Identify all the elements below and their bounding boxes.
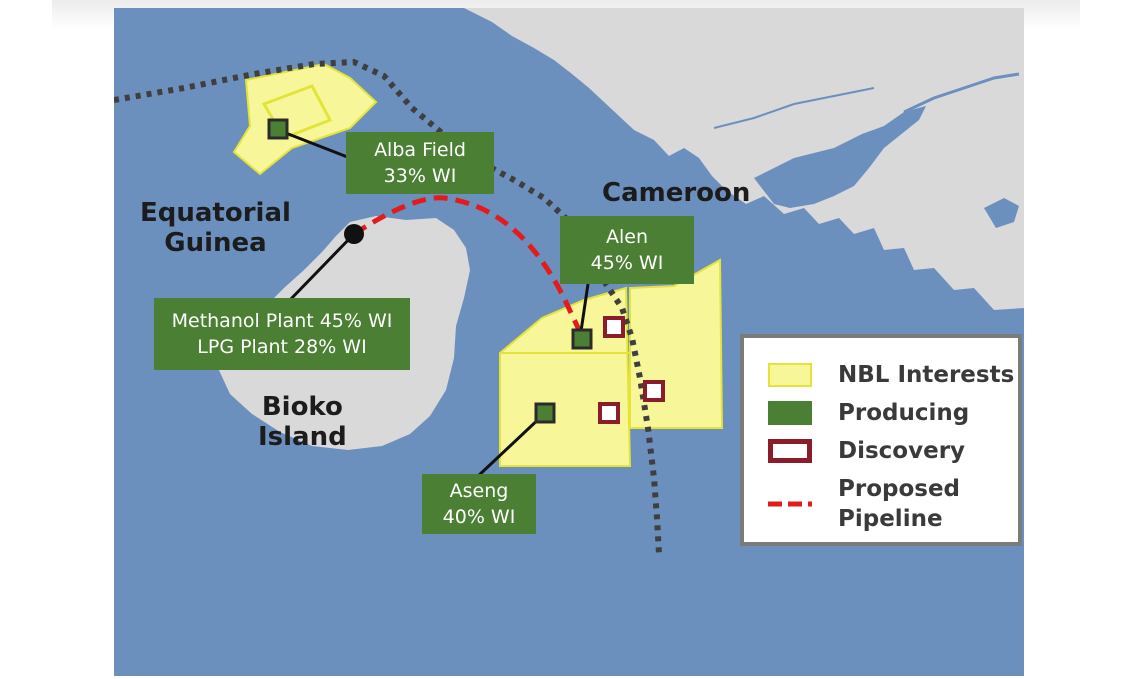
discovery-marker-1 (603, 316, 625, 338)
alen-callout: Alen 45% WI (560, 216, 694, 284)
river-2 (713, 87, 875, 129)
alba-leader (277, 128, 351, 160)
map-panel: Equatorial Guinea Cameroon Bioko Island … (114, 8, 1024, 676)
legend-swatch-producing (768, 401, 812, 425)
legend-item-nbl-interests: NBL Interests (768, 360, 1014, 390)
legend-swatch-pipeline (768, 501, 812, 507)
legend-swatch-interests (768, 363, 812, 387)
proposed-pipeline (352, 195, 583, 334)
legend-item-pipeline: Proposed Pipeline (768, 474, 960, 534)
legend-item-discovery: Discovery (768, 436, 965, 466)
river-1 (903, 72, 1020, 114)
legend-swatch-discovery (768, 439, 812, 463)
lake (984, 198, 1019, 228)
legend-label-producing: Producing (838, 400, 970, 426)
aseng-interest-block (499, 286, 632, 467)
legend: NBL Interests Producing Discovery Propos… (740, 334, 1022, 546)
legend-item-producing: Producing (768, 398, 969, 428)
label-equatorial-guinea: Equatorial Guinea (140, 198, 291, 258)
producing-marker-alba (267, 118, 289, 140)
legend-label-interests: NBL Interests (838, 362, 1015, 388)
estuary (754, 106, 926, 208)
plants-callout: Methanol Plant 45% WI LPG Plant 28% WI (154, 298, 410, 370)
legend-label-pipeline: Proposed Pipeline (838, 476, 961, 532)
legend-label-discovery: Discovery (838, 438, 966, 464)
plant-location-marker (344, 224, 364, 244)
producing-marker-alen (571, 328, 593, 350)
discovery-marker-2 (643, 380, 665, 402)
aseng-leader (474, 412, 546, 480)
mainland-coast (464, 8, 1024, 310)
discovery-marker-3 (598, 402, 620, 424)
producing-marker-aseng (534, 402, 556, 424)
plants-leader (286, 232, 356, 304)
alba-interest-block (232, 62, 378, 176)
label-cameroon: Cameroon (602, 178, 751, 208)
label-bioko-island: Bioko Island (258, 392, 347, 452)
alba-field-callout: Alba Field 33% WI (346, 132, 494, 194)
aseng-callout: Aseng 40% WI (422, 474, 536, 534)
